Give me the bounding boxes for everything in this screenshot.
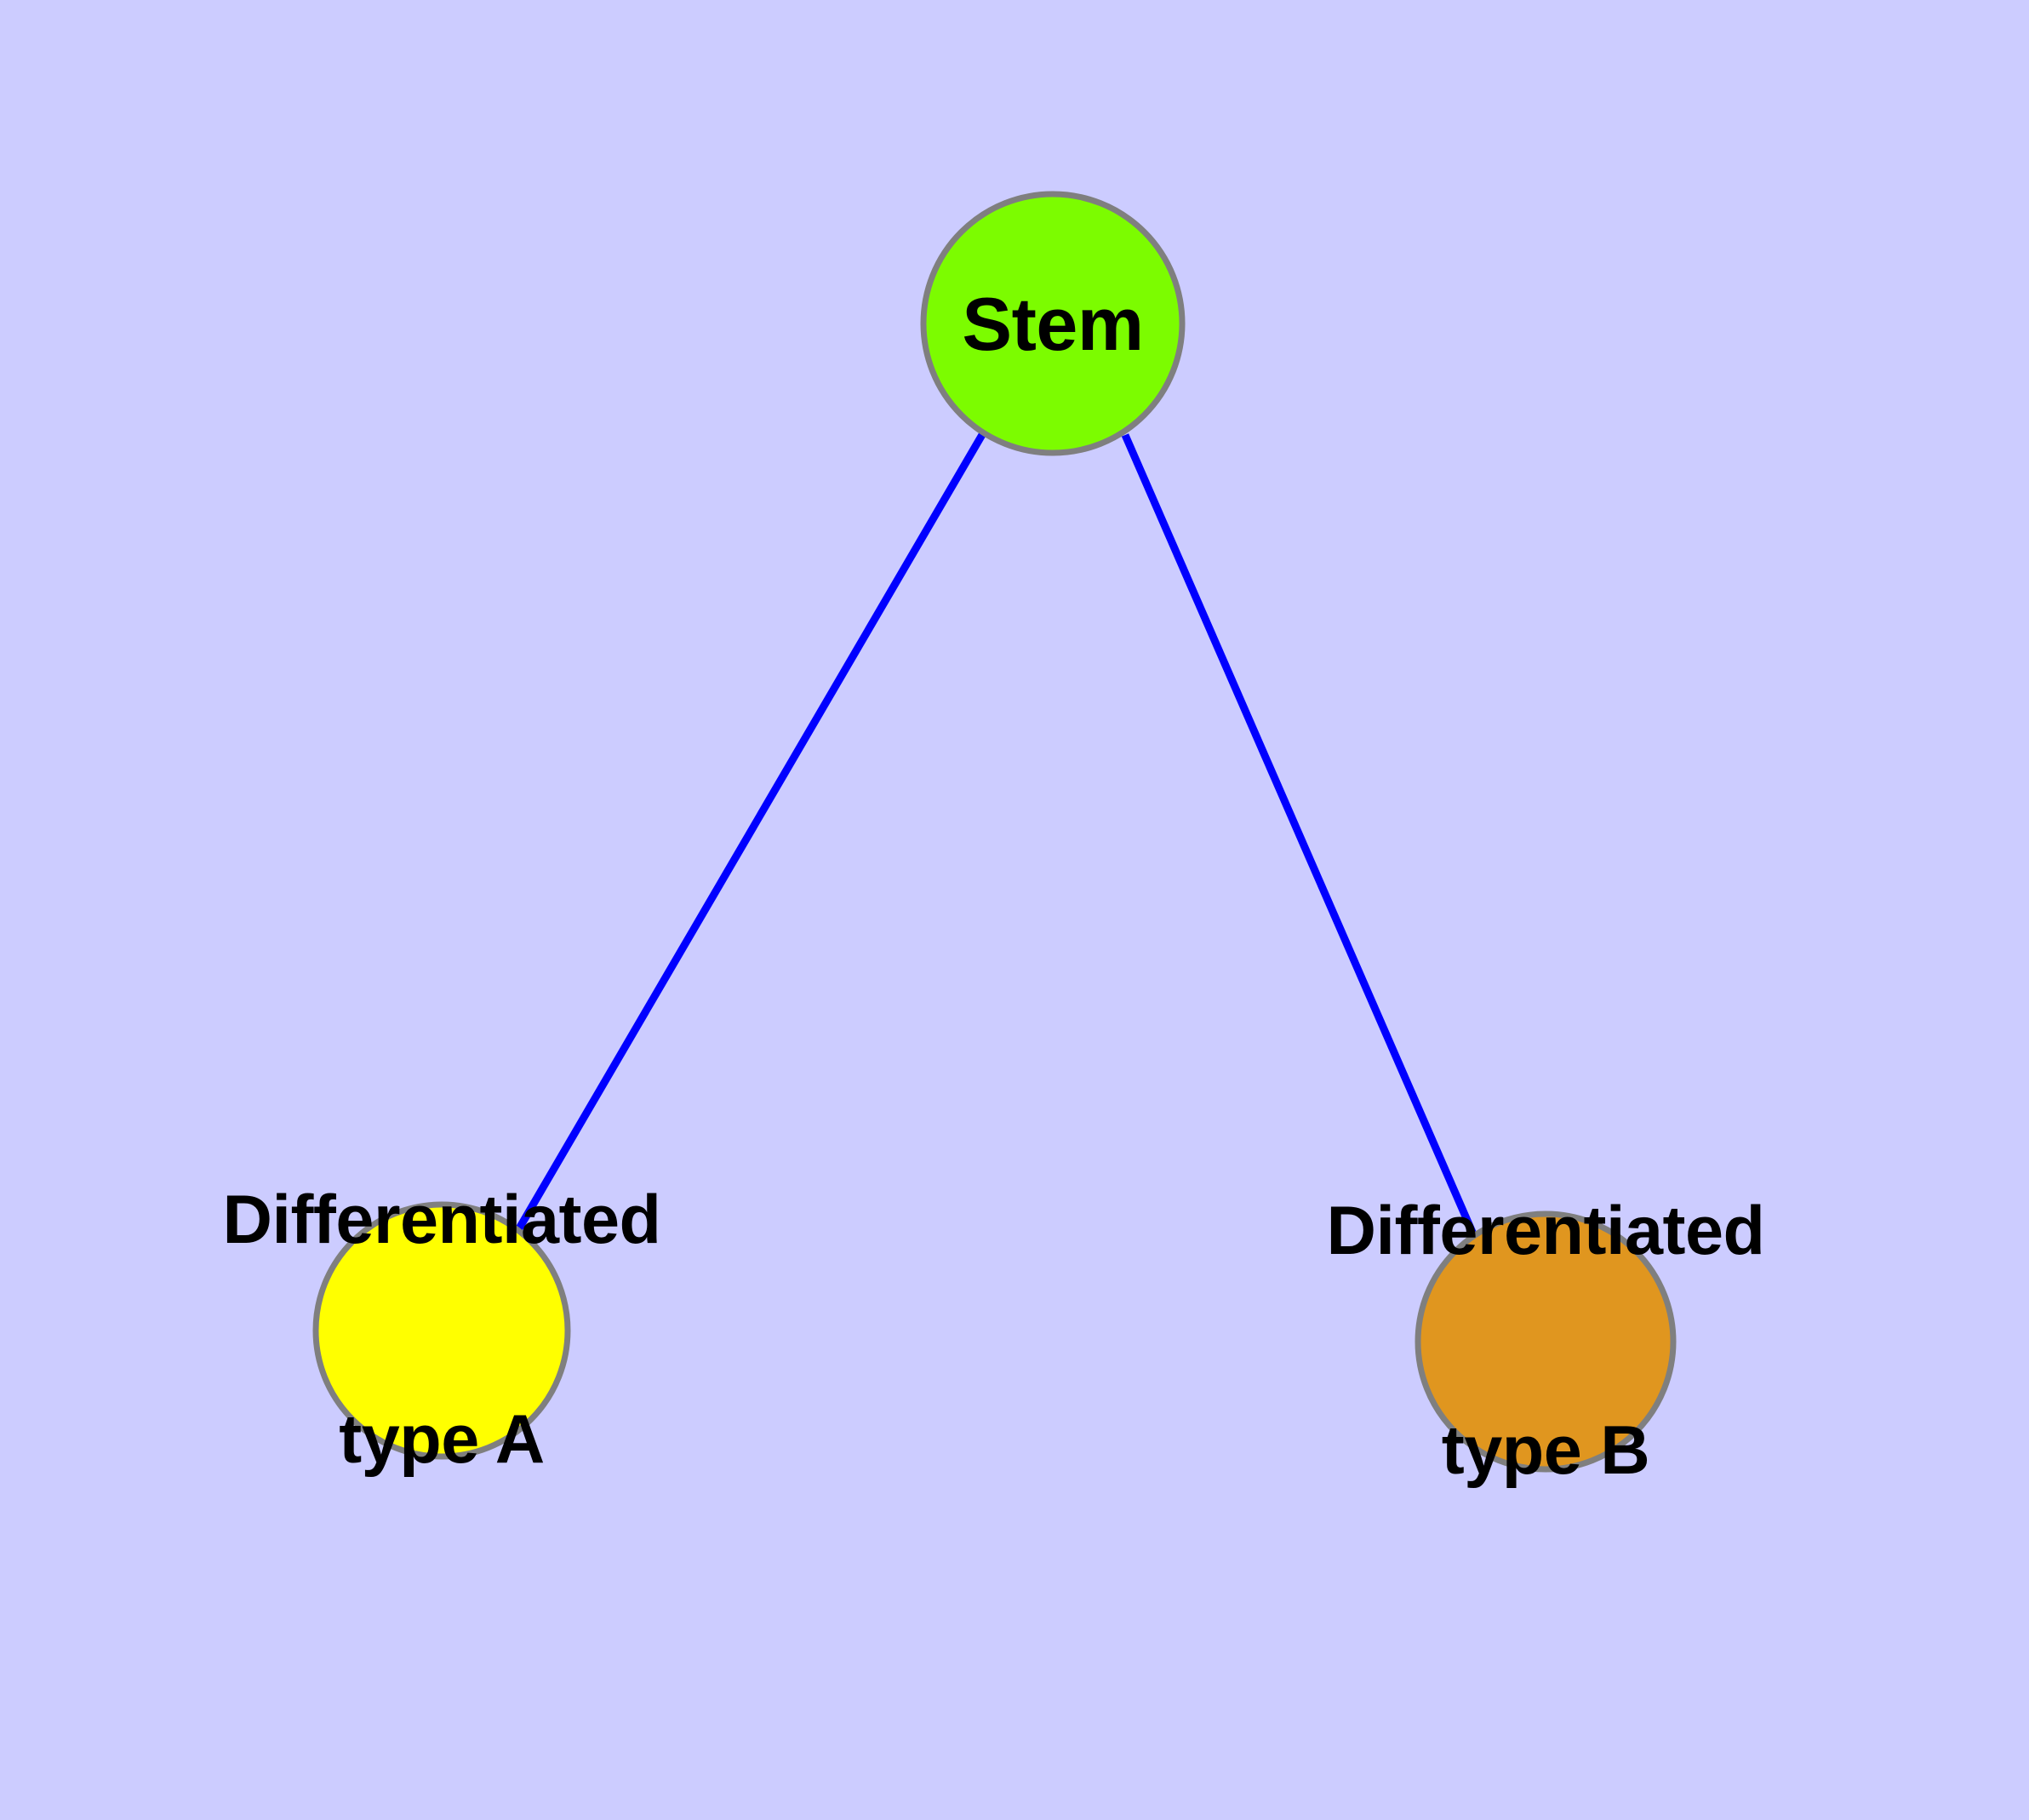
edge-layer	[516, 431, 1478, 1238]
node-type-a[interactable]	[312, 1201, 571, 1460]
node-type-b[interactable]	[1415, 1210, 1677, 1473]
node-layer	[312, 191, 1677, 1473]
edge-stem-to-type-a	[516, 431, 986, 1231]
node-stem[interactable]	[920, 191, 1186, 456]
edge-stem-to-type-b	[1121, 433, 1478, 1238]
